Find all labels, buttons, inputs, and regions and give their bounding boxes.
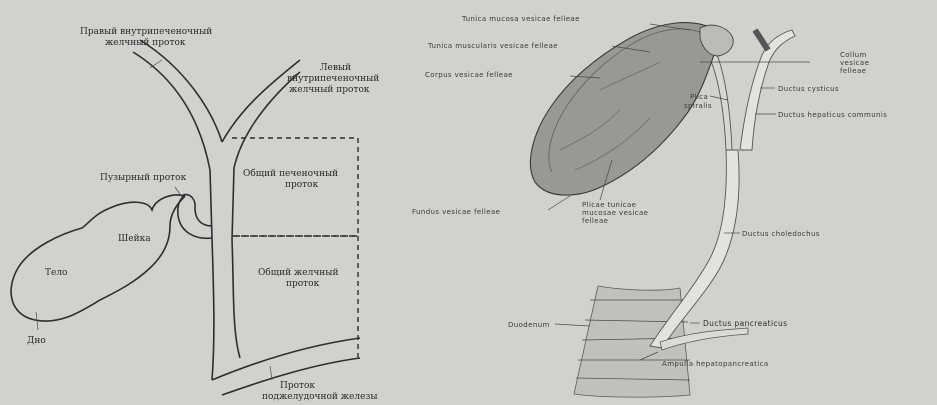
leader-fundus [548,196,570,210]
label-neck: Шейка [118,234,151,244]
label-collum-3: felleae [840,67,866,75]
label-ductus-hepaticus: Ductus hepaticus communis [778,111,887,119]
hepatic-branch [755,30,768,50]
label-common-hepatic-2: проток [285,180,319,190]
label-pancreatic-1: Проток [280,381,315,391]
label-pancreatic-2: поджелудочной железы [262,392,377,402]
right-hepatic-duct-outer [133,52,212,238]
gallbladder-outline [11,195,185,321]
common-bile-duct-right [232,240,240,358]
label-tunica-mucosa: Tunica mucosa vesicae felleae [461,15,580,23]
label-plica-spiralis-2: spiralis [684,102,712,110]
label-plicae-3: felleae [582,217,608,225]
label-ductus-choledochus: Ductus choledochus [742,230,820,238]
label-common-hepatic-1: Общий печеночный [243,168,338,179]
cystic-duct-upper [183,195,212,226]
label-cystic-duct: Пузырный проток [100,173,187,183]
label-common-bile-2: проток [286,279,320,289]
label-collum-2: vesicae [840,59,869,67]
right-hepatic-duct-inner [140,40,222,142]
right-anatomical-drawing: Tunica mucosa vesicae felleae Tunica mus… [412,15,887,397]
label-tunica-muscularis: Tunica muscularis vesicae felleae [427,42,558,50]
label-left-hepatic-1: Левый [320,63,351,73]
label-plicae-2: mucosae vesicae [582,209,648,217]
label-collum-1: Collum [840,51,867,59]
label-common-bile-1: Общий желчный [258,267,338,278]
label-corpus: Corpus vesicae felleae [425,71,513,79]
label-ductus-pancreaticus: Ductus pancreaticus [703,319,787,328]
leader-pancreatic [270,366,272,380]
common-bile-duct-box [232,236,358,358]
label-plicae-1: Plicae tunicae [582,201,636,209]
left-hepatic-duct-inner [222,60,300,142]
label-body: Тело [45,268,67,278]
label-fundus: Дно [27,336,46,346]
label-duodenum: Duodenum [508,321,550,329]
leader-duodenum [555,324,590,326]
label-fundus-vesicae: Fundus vesicae felleae [412,208,500,216]
label-left-hepatic-3: желчный проток [289,85,370,95]
left-hepatic-duct-outer [232,72,300,240]
label-left-hepatic-2: внутрипеченочный [287,74,379,84]
common-bile-duct-left [212,238,214,380]
leader-right-hepatic [150,60,162,68]
label-plica-spiralis-1: Plica [690,93,708,101]
label-right-hepatic-2: желчный проток [105,38,186,48]
left-schematic-diagram: Правый внутрипеченочный желчный проток Л… [11,27,379,402]
label-right-hepatic-1: Правый внутрипеченочный [80,27,212,37]
label-ampulla: Ampulla hepatopancreatica [662,360,769,368]
label-ductus-cysticus: Ductus cysticus [778,85,839,93]
